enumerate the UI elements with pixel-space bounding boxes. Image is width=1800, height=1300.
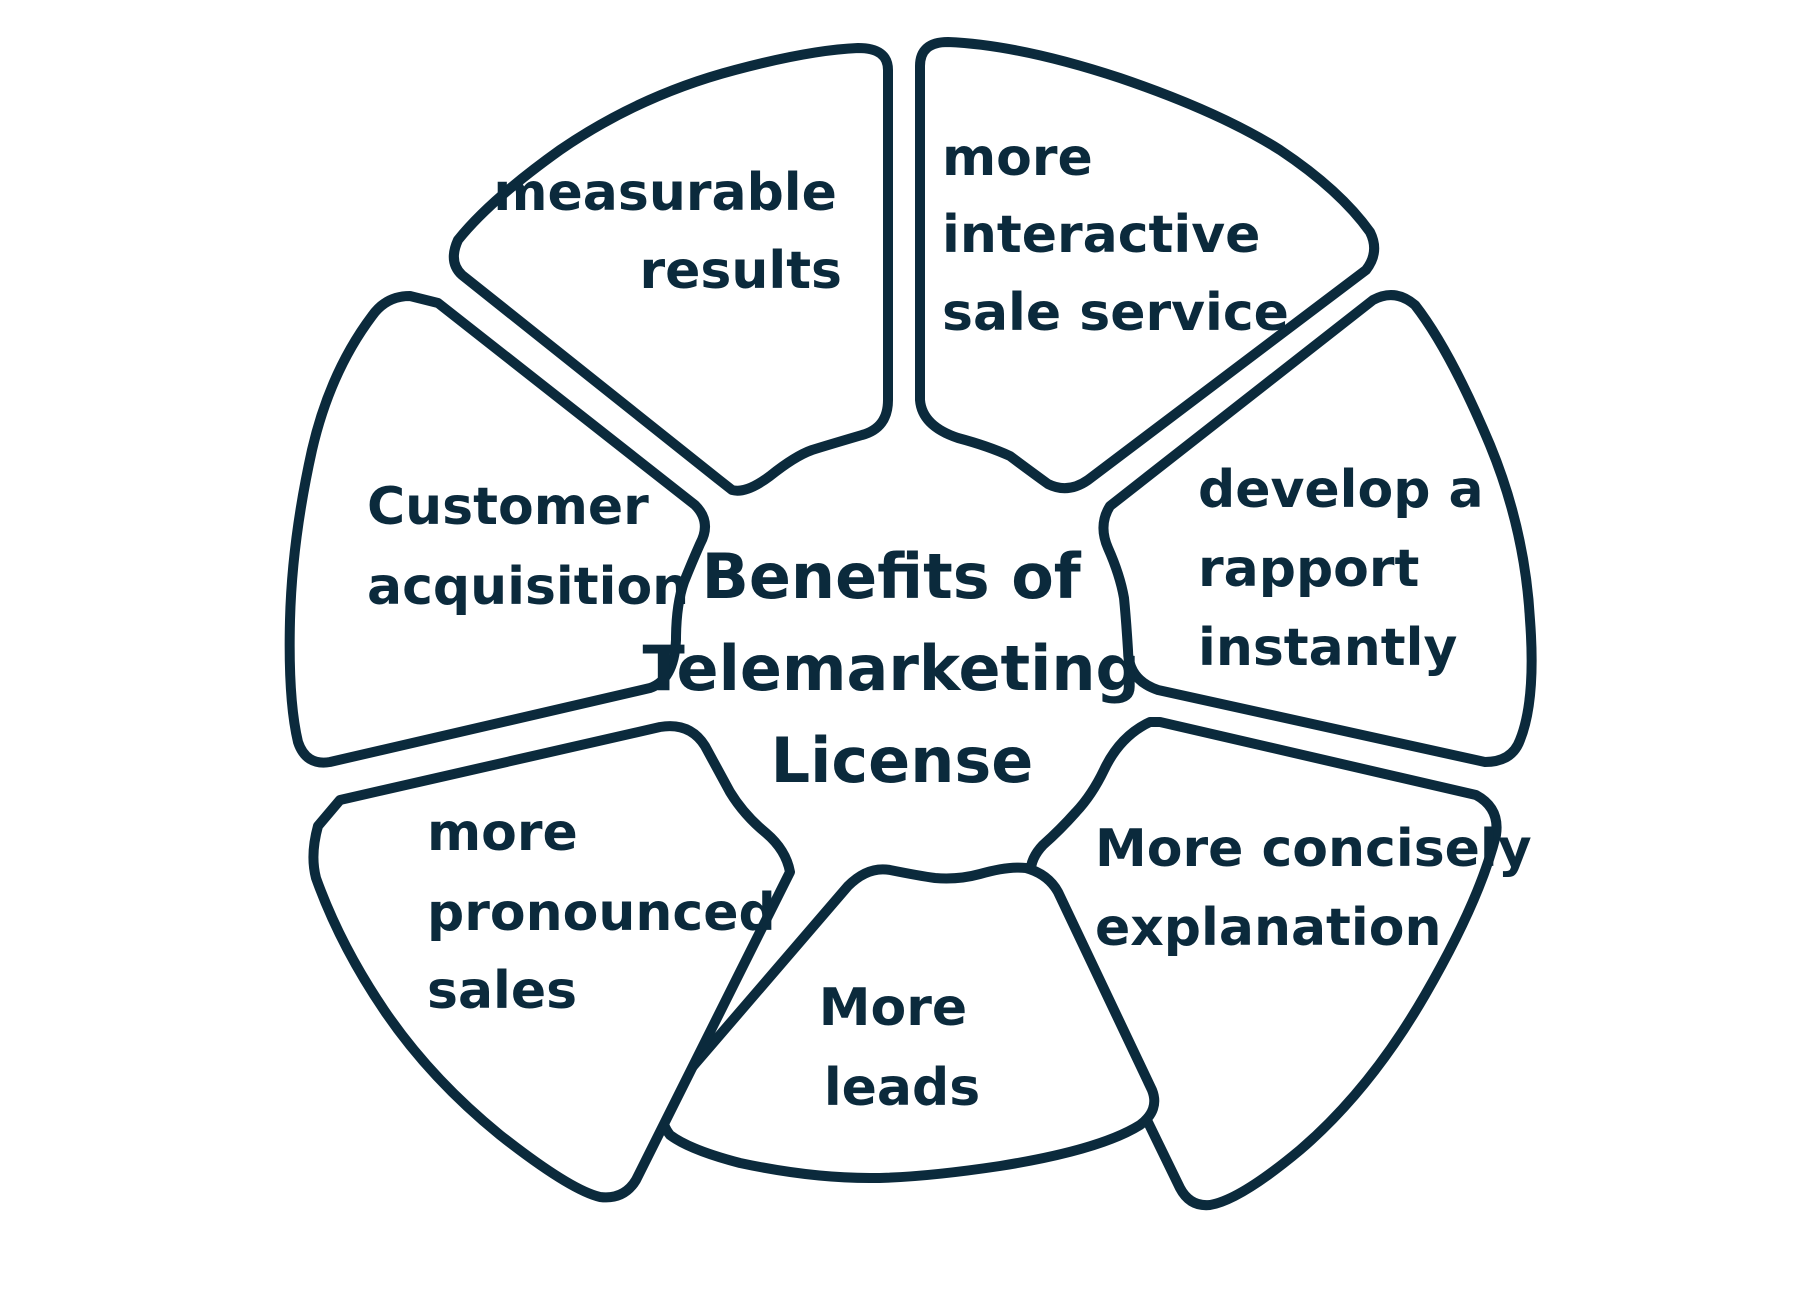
segment-shape [657, 862, 1160, 1183]
segment-more-leads: More leads [657, 862, 1160, 1183]
segment-label: more pronounced sales [427, 803, 794, 1021]
segment-label: measurable results [493, 163, 855, 301]
segment-label-line: develop a [1198, 460, 1484, 520]
segment-label: more interactive sale service [942, 128, 1289, 343]
segment-label-line: explanation [1095, 898, 1441, 958]
center-title-line: Telemarketing [642, 632, 1139, 705]
center-title-line: License [771, 724, 1034, 797]
segment-more-interactive-sale-service: more interactive sale service [915, 37, 1380, 494]
segment-label-line: sales [427, 961, 577, 1021]
segment-label-line: sale service [942, 283, 1289, 343]
segment-customer-acquisition: Customer acquisition [284, 291, 710, 768]
segment-label-line: pronounced [427, 883, 776, 943]
center-title-text: Benefits of Telemarketing License [642, 540, 1161, 797]
segment-label: More leads [819, 978, 986, 1118]
segment-label-line: measurable [493, 163, 837, 223]
center-title-line: Benefits of [702, 540, 1082, 613]
segment-label: Customer acquisition [367, 477, 689, 617]
segment-label: More concisely explanation [1095, 819, 1550, 958]
segment-shape [1098, 290, 1537, 767]
segment-more-pronounced-sales: more pronounced sales [308, 721, 795, 1203]
segment-label-line: more [942, 128, 1093, 188]
segment-shape [308, 721, 795, 1203]
segment-shape [915, 37, 1380, 494]
segment-shape [448, 43, 893, 496]
segment-label-line: rapport [1198, 539, 1419, 599]
segment-label-line: acquisition [367, 557, 689, 617]
segment-label-line: instantly [1198, 618, 1457, 678]
segment-develop-a-rapport-instantly: develop a rapport instantly [1098, 290, 1537, 767]
segment-label-line: Customer [367, 477, 649, 537]
segment-label: develop a rapport instantly [1198, 460, 1502, 678]
segment-label-line: More concisely [1095, 819, 1532, 879]
segment-label-line: More [819, 978, 967, 1038]
center-title: Benefits of Telemarketing License [642, 540, 1161, 797]
segment-shape [284, 291, 710, 768]
segment-label-line: more [427, 803, 578, 863]
segment-label-line: results [639, 241, 842, 301]
segment-label-line: interactive [942, 205, 1260, 265]
segment-measurable-results: measurable results [448, 43, 893, 496]
segment-label-line: leads [824, 1058, 980, 1118]
